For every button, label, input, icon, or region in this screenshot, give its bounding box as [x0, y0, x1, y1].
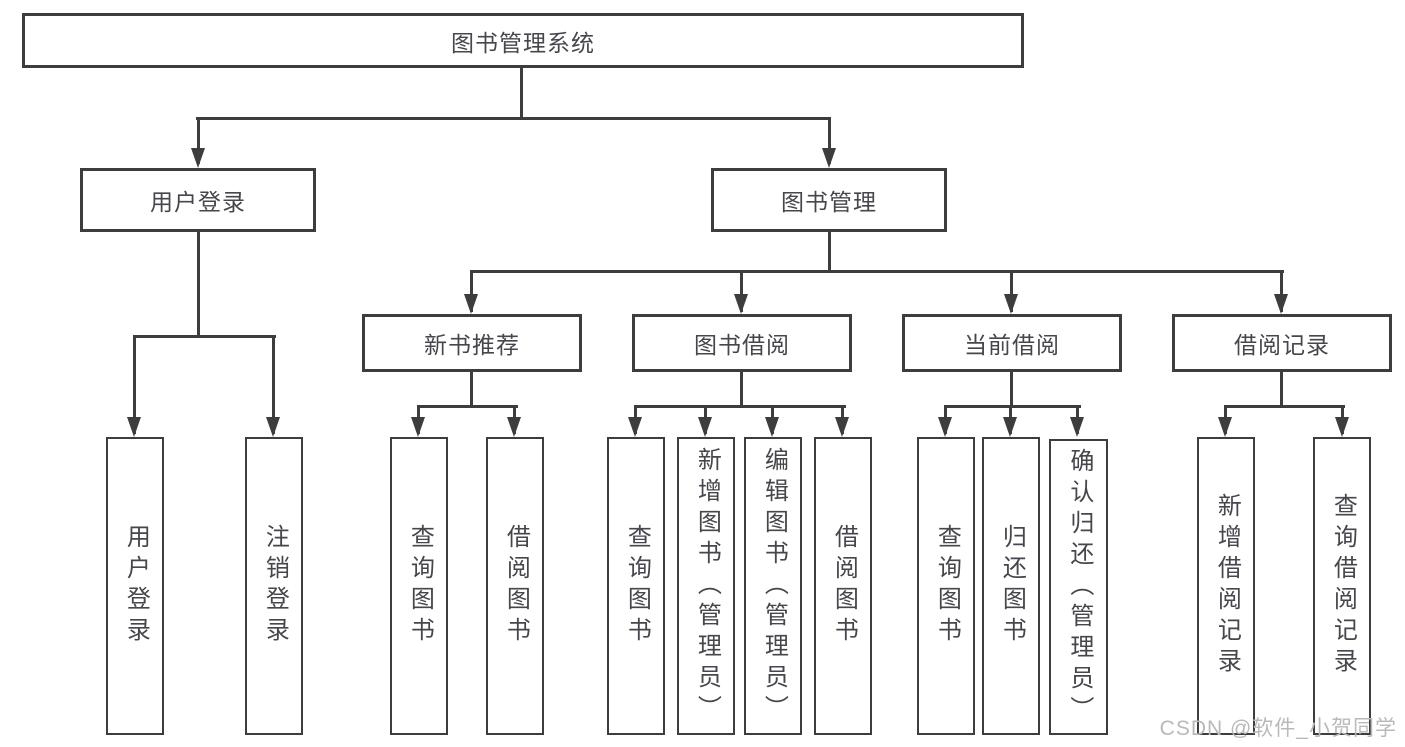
node-borrowing-records: 借阅记录 [1172, 314, 1392, 372]
connector-rail-user-login [133, 335, 276, 338]
node-label: 编辑图书（管理员） [760, 446, 788, 726]
node-label: 借阅图书 [830, 524, 858, 648]
node-label: 查询借阅记录 [1329, 493, 1357, 679]
watermark: CSDN @软件_小贺同学 [1159, 717, 1397, 740]
node-label: 注销登录 [261, 524, 289, 648]
arrow-down-icon [822, 148, 836, 168]
arrow-down-icon [1004, 294, 1018, 314]
node-label: 查询图书 [623, 524, 651, 648]
node-root-library-management-system: 图书管理系统 [22, 13, 1024, 68]
connector-drop-borrowing-records [1280, 271, 1283, 312]
arrow-down-icon [765, 417, 779, 437]
node-borrow-books-newbooks: 借阅图书 [486, 437, 544, 735]
arrow-down-icon [1218, 417, 1232, 437]
node-query-books-borrowing: 查询图书 [607, 437, 665, 735]
arrow-down-icon [1274, 294, 1288, 314]
connector-user-login-stem [197, 232, 200, 336]
node-borrow-books: 借阅图书 [814, 437, 872, 735]
node-edit-books-admin: 编辑图书（管理员） [744, 437, 802, 735]
connector-root-stem [520, 68, 523, 118]
node-book-borrowing: 图书借阅 [632, 314, 852, 372]
node-label: 图书管理系统 [451, 29, 595, 56]
connector-book-management-stem [828, 232, 831, 271]
arrow-down-icon [698, 417, 712, 437]
node-label: 借阅图书 [502, 524, 530, 648]
node-label: 新增图书（管理员） [693, 446, 721, 726]
node-book-management: 图书管理 [711, 168, 947, 232]
node-label: 当前借阅 [964, 332, 1060, 358]
node-logout: 注销登录 [245, 437, 303, 735]
node-label: 确认归还（管理员） [1065, 447, 1093, 727]
node-label: 归还图书 [998, 524, 1026, 648]
arrow-down-icon [734, 294, 748, 314]
arrow-down-icon [938, 417, 952, 437]
node-user-login: 用户登录 [80, 168, 316, 232]
arrow-down-icon [835, 417, 849, 437]
arrow-down-icon [464, 294, 478, 314]
node-label: 借阅记录 [1234, 332, 1330, 358]
connector-drop-book-management [828, 118, 831, 164]
arrow-down-icon [628, 417, 642, 437]
connector-rail-borrowing-records [1224, 405, 1345, 408]
arrow-down-icon [507, 417, 521, 437]
connector-rail-current-borrowing [944, 405, 1081, 408]
node-confirm-return-admin: 确认归还（管理员） [1049, 439, 1108, 735]
node-query-books-newbooks: 查询图书 [390, 437, 448, 735]
arrow-down-icon [1003, 417, 1017, 437]
connector-drop-login [133, 336, 136, 434]
node-label: 图书管理 [781, 189, 877, 215]
connector-rail-level2 [196, 117, 831, 120]
node-label: 用户登录 [150, 189, 246, 215]
arrow-down-icon [191, 148, 205, 168]
arrow-down-icon [411, 417, 425, 437]
node-label: 新增借阅记录 [1213, 493, 1241, 679]
connector-current-borrowing-stem [1010, 372, 1013, 406]
connector-drop-logout [272, 336, 275, 434]
connector-rail-level3 [470, 270, 1284, 273]
node-label: 查询图书 [933, 524, 961, 648]
arrow-down-icon [1070, 417, 1084, 437]
connector-borrowing-records-stem [1280, 372, 1283, 406]
arrow-down-icon [127, 417, 141, 437]
node-query-books-current: 查询图书 [917, 437, 975, 735]
node-add-books-admin: 新增图书（管理员） [677, 437, 735, 735]
connector-rail-new-books [417, 405, 518, 408]
arrow-down-icon [266, 417, 280, 437]
node-new-book-recommendation: 新书推荐 [362, 314, 582, 372]
node-user-login-leaf: 用户登录 [106, 437, 164, 735]
node-label: 查询图书 [406, 524, 434, 648]
arrow-down-icon [1335, 417, 1349, 437]
connector-drop-new-books [470, 271, 473, 312]
node-query-borrow-record: 查询借阅记录 [1313, 437, 1371, 735]
connector-book-borrowing-stem [740, 372, 743, 406]
node-label: 新书推荐 [424, 332, 520, 358]
connector-rail-book-borrowing [634, 405, 846, 408]
connector-drop-user-login [197, 118, 200, 164]
node-return-books: 归还图书 [982, 437, 1040, 735]
node-label: 图书借阅 [694, 332, 790, 358]
connector-drop-current-borrowing [1010, 271, 1013, 312]
connector-new-books-stem [470, 372, 473, 406]
node-current-borrowing: 当前借阅 [902, 314, 1122, 372]
node-label: 用户登录 [122, 524, 150, 648]
node-add-borrow-record: 新增借阅记录 [1197, 437, 1255, 735]
connector-drop-book-borrowing [740, 271, 743, 312]
